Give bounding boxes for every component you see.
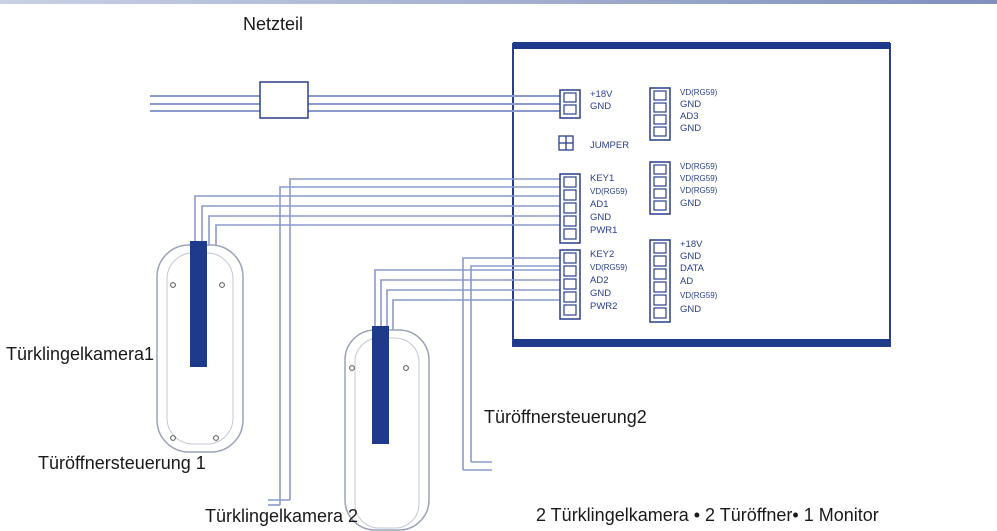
- terminal-slot: [653, 268, 667, 280]
- terminal-slot: [653, 200, 667, 211]
- cam2-pin-label: GND: [590, 288, 611, 299]
- power-supply-wiring: [150, 95, 560, 112]
- terminal-slot: [563, 228, 577, 240]
- right-top-pin-label: GND: [680, 99, 701, 110]
- right-mid-pin-label: VD(RG59): [680, 174, 718, 183]
- right-bottom-pin-label: VD(RG59): [680, 291, 718, 300]
- cam1-pin-label: AD1: [590, 199, 608, 210]
- opener2-label: Türöffnersteuerung2: [484, 407, 647, 427]
- camera2-terminal-labels: KEY2 VD(RG59) AD2 GND PWR2: [590, 249, 628, 312]
- terminal-slot: [653, 188, 667, 199]
- cam2-pin-label: VD(RG59): [590, 263, 628, 272]
- terminal-slot: [563, 215, 577, 227]
- camera1-connector: [559, 173, 581, 244]
- cam1-pin-label: KEY1: [590, 173, 614, 184]
- right-bottom-pin-label: +18V: [680, 239, 703, 250]
- top-strip: [0, 0, 997, 4]
- camera2-connector: [559, 249, 581, 320]
- opener1-label: Türöffnersteuerung 1: [38, 453, 206, 473]
- terminal-slot: [653, 164, 667, 175]
- terminal-slot: [653, 176, 667, 187]
- terminal-slot: [563, 92, 577, 103]
- opener-wire-ends: [268, 461, 492, 506]
- right-mid-connector: [649, 161, 671, 215]
- right-top-pin-label: VD(RG59): [680, 88, 718, 97]
- power-pin-label: GND: [590, 101, 611, 112]
- power-pin-label: +18V: [590, 89, 613, 100]
- camera1-label: Türklingelkamera1: [6, 344, 155, 364]
- right-mid-pin-label: VD(RG59): [680, 162, 718, 171]
- cam2-pin-label: PWR2: [590, 301, 617, 312]
- camera2-wiring: [374, 257, 560, 470]
- right-top-pin-label: AD3: [680, 111, 698, 122]
- right-top-pin-label: GND: [680, 123, 701, 134]
- terminal-slot: [563, 176, 577, 188]
- terminal-slot: [563, 278, 577, 290]
- doorbell-camera-1: [156, 241, 244, 453]
- doorbell-camera-2: [344, 326, 430, 531]
- power-connector: [559, 89, 581, 119]
- power-adapter-box: [259, 81, 309, 119]
- terminal-slot: [563, 189, 577, 201]
- right-mid-pin-label: GND: [680, 198, 701, 209]
- cam1-pin-label: GND: [590, 212, 611, 223]
- right-mid-terminal-labels: VD(RG59) VD(RG59) VD(RG59) GND: [680, 162, 718, 209]
- right-bottom-pin-label: DATA: [680, 263, 705, 274]
- jumper-label: JUMPER: [590, 140, 629, 151]
- terminal-slot: [563, 265, 577, 277]
- right-bottom-pin-label: GND: [680, 251, 701, 262]
- right-top-terminal-labels: VD(RG59) GND AD3 GND: [680, 88, 718, 134]
- right-mid-pin-label: VD(RG59): [680, 186, 718, 195]
- power-terminal-labels: +18V GND: [590, 89, 613, 112]
- terminal-slot: [563, 304, 577, 316]
- jumper-symbol: [558, 135, 574, 151]
- power-supply-label: Netzteil: [243, 14, 304, 34]
- terminal-slot: [563, 291, 577, 303]
- terminal-slot: [563, 202, 577, 214]
- cam1-pin-label: VD(RG59): [590, 187, 628, 196]
- summary-label: 2 Türklingelkamera • 2 Türöffner• 1 Moni…: [536, 505, 879, 525]
- cam1-pin-label: PWR1: [590, 225, 617, 236]
- terminal-slot: [653, 242, 667, 254]
- terminal-slot: [653, 102, 667, 113]
- terminal-slot: [563, 104, 577, 115]
- terminal-slot: [653, 114, 667, 125]
- right-bottom-pin-label: GND: [680, 304, 701, 315]
- terminal-slot: [653, 90, 667, 101]
- right-bottom-pin-label: AD: [680, 276, 693, 287]
- terminal-slot: [653, 281, 667, 293]
- camera1-wiring: [194, 178, 560, 505]
- cam2-pin-label: KEY2: [590, 249, 614, 260]
- right-bottom-connector: [649, 239, 671, 323]
- terminal-slot: [653, 307, 667, 319]
- right-bottom-terminal-labels: +18V GND DATA AD VD(RG59) GND: [680, 239, 718, 315]
- terminal-connectors: [559, 87, 671, 323]
- cam2-pin-label: AD2: [590, 275, 608, 286]
- terminal-slot: [653, 126, 667, 137]
- camera2-label: Türklingelkamera 2: [205, 506, 359, 526]
- terminal-slot: [653, 255, 667, 267]
- camera1-terminal-labels: KEY1 VD(RG59) AD1 GND PWR1: [590, 173, 628, 236]
- right-top-connector: [649, 87, 671, 141]
- terminal-slot: [653, 294, 667, 306]
- terminal-slot: [563, 252, 577, 264]
